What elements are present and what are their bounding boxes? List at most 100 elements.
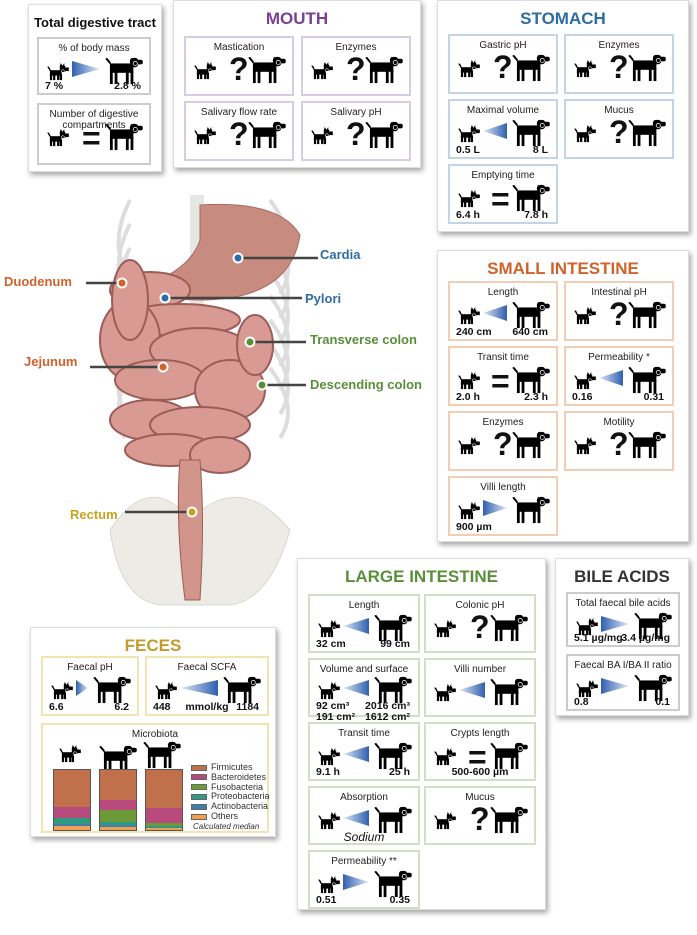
small-dog-value: 448 (153, 701, 171, 713)
unknown-question-mark: ? (470, 801, 490, 837)
large-dog-value: 7.8 h (524, 209, 548, 221)
anatomy-marker-dot (244, 336, 256, 348)
small-dog-icon (434, 620, 456, 638)
small-dog-icon (434, 684, 456, 702)
bar-segment-firmicutes (100, 770, 136, 800)
large-dog-value: 2016 cm³ (365, 700, 410, 712)
large-dog-value: 2.3 h (524, 391, 548, 403)
small-dog-icon (318, 876, 340, 894)
box-label: Salivary flow rate (200, 107, 278, 118)
large-dog-icon (628, 54, 666, 82)
small-dog-icon (194, 127, 216, 145)
decrease-wedge-icon (483, 500, 507, 516)
small-dog-value: 92 cm³ (316, 700, 350, 712)
equal-sign: = (491, 363, 510, 399)
decrease-wedge-icon (601, 616, 629, 632)
legend-item-bacteroidetes: Bacteroidetes (211, 771, 267, 782)
bar-segment-proteobacteria (146, 825, 182, 828)
large-dog-icon (490, 614, 528, 642)
bar-segment-proteobacteria (100, 822, 136, 826)
increase-wedge-icon (343, 810, 369, 826)
small-dog-icon (458, 190, 480, 208)
small-dog-value: 32 cm (316, 638, 346, 650)
comparison-box: Enzymes? (448, 411, 558, 471)
box-label: Intestinal pH (591, 287, 647, 298)
bar-segment-actinobacteria (54, 823, 90, 827)
unknown-question-mark: ? (229, 116, 249, 152)
box-label: Maximal volume (466, 105, 540, 116)
small-dog-icon (576, 618, 598, 636)
large-dog-icon (374, 676, 412, 704)
bar-segment-others (100, 826, 136, 830)
box-label: Gastric pH (479, 40, 527, 51)
large-dog-value: 1184 (236, 701, 259, 713)
box-label: Enzymes (482, 417, 524, 428)
unknown-question-mark: ? (609, 296, 629, 332)
small-dog-value: 0.51 (316, 894, 337, 906)
large-dog-icon (248, 56, 286, 84)
large-dog-icon (490, 742, 528, 770)
bar-segment-proteobacteria (54, 817, 90, 824)
large-dog-value: 0.31 (643, 391, 664, 403)
small-dog-icon (311, 127, 333, 145)
legend-swatch (191, 774, 207, 781)
bar-segment-fusobacteria (100, 810, 136, 823)
box-label: Length (348, 600, 380, 611)
box-label: Villi number (453, 664, 507, 675)
comparison-box: Colonic pH? (424, 594, 536, 653)
large-dog-value: 2.8 % (114, 80, 141, 92)
large-dog-value-2: 1612 cm² (365, 711, 410, 723)
legend-item-actinobacteria: Actinobacteria (211, 801, 269, 812)
legend-swatch (191, 803, 207, 810)
small-dog-icon (458, 125, 480, 143)
box-label: % of body mass (58, 43, 130, 54)
large-dog-icon (512, 496, 550, 524)
comparison-box: Motility? (564, 411, 674, 471)
bar-segment-firmicutes (146, 770, 182, 809)
box-label: Motility (603, 417, 635, 428)
unknown-question-mark: ? (229, 51, 249, 87)
comparison-box: Gastric pH? (448, 34, 558, 94)
decrease-wedge-icon (72, 61, 100, 77)
small-dog-icon (59, 745, 81, 763)
unknown-question-mark: ? (609, 426, 629, 462)
bar-segment-fusobacteria (146, 822, 182, 826)
small-dog-icon (47, 63, 69, 81)
small-dog-icon (311, 62, 333, 80)
small-dog-icon (318, 748, 340, 766)
panel-title: Total digestive tract (34, 15, 156, 30)
box-label: Enzymes (598, 40, 640, 51)
panel-title: LARGE INTESTINE (344, 567, 498, 586)
anatomy-marker-dot (256, 379, 268, 391)
anatomy-marker-dot (159, 292, 171, 304)
large-dog-value: 8 L (532, 144, 548, 156)
unknown-question-mark: ? (346, 51, 366, 87)
large-dog-icon (634, 612, 672, 640)
large-dog-icon (512, 301, 550, 329)
large-dog-icon (99, 745, 137, 773)
small-dog-icon (458, 372, 480, 390)
equal-sign: = (491, 181, 510, 217)
small-dog-icon (458, 502, 480, 520)
large-dog-icon (512, 431, 550, 459)
comparison-box: Villi number (424, 658, 536, 717)
box-label: Absorption (340, 792, 388, 803)
panel-title: FECES (124, 636, 182, 655)
bar-segment-actinobacteria (146, 827, 182, 829)
unknown-question-mark: ? (346, 116, 366, 152)
increase-wedge-icon (599, 370, 623, 386)
box-label: Total faecal bile acids (575, 598, 671, 609)
panel-title: STOMACH (520, 9, 606, 28)
box-label: Salivary pH (330, 107, 382, 118)
small-dog-value: 0.16 (572, 391, 593, 403)
